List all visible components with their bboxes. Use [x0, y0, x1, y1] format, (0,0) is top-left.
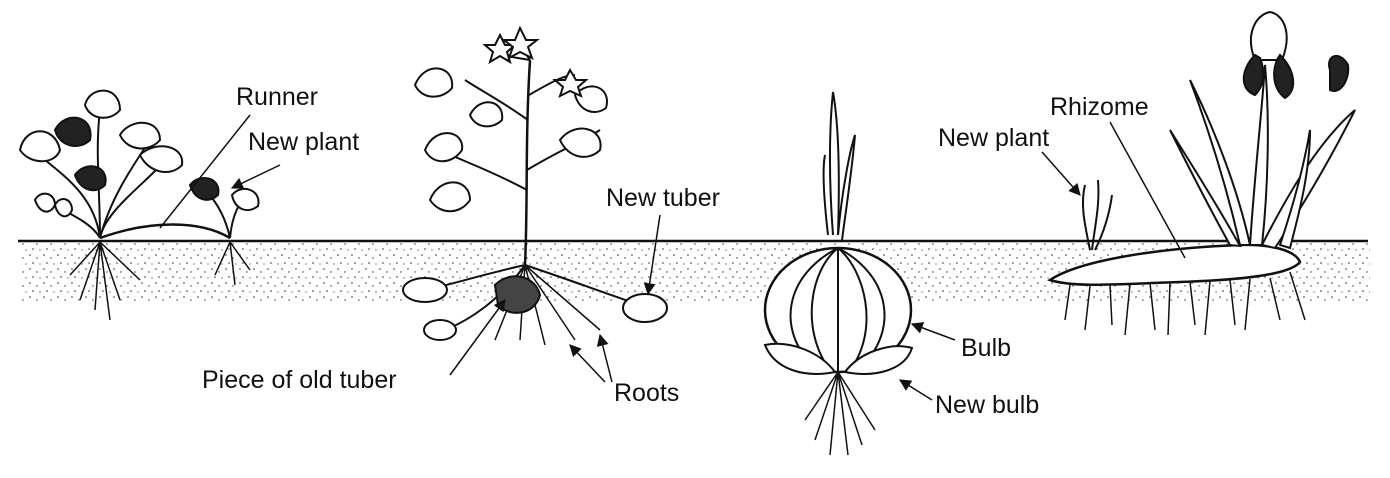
label-bulb: Bulb [961, 336, 1011, 361]
new-plant-left-pointer [232, 165, 280, 188]
label-runner: Runner [236, 85, 318, 110]
label-rhizome: Rhizome [1050, 95, 1149, 120]
roots-pointer-2 [600, 335, 612, 382]
label-piece-of-old-tuber: Piece of old tuber [202, 368, 397, 393]
label-roots: Roots [614, 381, 679, 406]
onion-bulb [765, 92, 912, 455]
new-plant-right-pointer [1042, 152, 1080, 195]
roots-pointer-1 [570, 345, 605, 382]
label-new-tuber: New tuber [606, 186, 720, 211]
label-new-plant-left: New plant [248, 130, 359, 155]
label-new-bulb: New bulb [935, 393, 1039, 418]
bulb-pointer [912, 324, 955, 340]
rhizome-pointer [1110, 122, 1185, 258]
new-bulb-pointer [900, 380, 932, 400]
label-new-plant-right: New plant [938, 126, 1049, 151]
